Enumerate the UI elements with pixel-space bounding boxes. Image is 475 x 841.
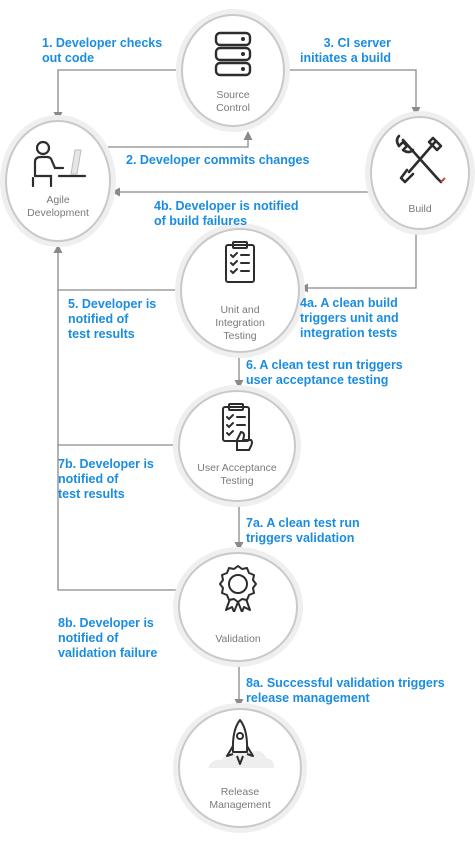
node-label: Unit and Integration Testing bbox=[215, 303, 265, 342]
step-1-label: 1. Developer checks out code bbox=[42, 36, 163, 65]
developer-desk-icon bbox=[31, 140, 87, 188]
checklist-thumbs-up-icon bbox=[222, 403, 253, 451]
step-7a-label: 7a. A clean test run triggers validation bbox=[246, 516, 360, 545]
step-4b-label: 4b. Developer is notified of build failu… bbox=[154, 199, 299, 228]
database-icon bbox=[214, 31, 252, 77]
step-3-label: 3. CI server initiates a build bbox=[300, 36, 391, 65]
node-label: Source Control bbox=[216, 88, 250, 114]
arrow-feedback-8b bbox=[53, 244, 178, 591]
node-user-acceptance-testing: User Acceptance Testing bbox=[178, 390, 296, 502]
step-8b-label: 8b. Developer is notified of validation … bbox=[58, 616, 158, 660]
node-label: Release Management bbox=[209, 785, 271, 811]
step-6-label: 6. A clean test run triggers user accept… bbox=[246, 358, 403, 387]
award-ribbon-icon bbox=[219, 565, 257, 612]
step-7b-label: 7b. Developer is notified of test result… bbox=[58, 457, 154, 501]
arrow-clean-build bbox=[299, 225, 417, 293]
arrow-commit bbox=[108, 131, 253, 148]
wrench-screwdriver-icon bbox=[395, 134, 446, 184]
node-label: Validation bbox=[215, 632, 261, 645]
node-agile-development: Agile Development bbox=[5, 120, 111, 242]
arrow-initiate-build bbox=[285, 69, 421, 116]
node-validation: Validation bbox=[178, 552, 298, 662]
step-8a-label: 8a. Successful validation triggers relea… bbox=[246, 676, 445, 705]
node-source-control: Source Control bbox=[181, 14, 285, 127]
rocket-icon bbox=[208, 719, 274, 768]
node-label: Build bbox=[408, 202, 432, 215]
node-label: User Acceptance Testing bbox=[197, 461, 277, 487]
node-unit-integration-testing: Unit and Integration Testing bbox=[180, 228, 300, 353]
node-release-management: Release Management bbox=[178, 708, 302, 828]
checklist-icon bbox=[225, 241, 255, 283]
node-label: Agile Development bbox=[27, 193, 89, 219]
arrow-checkout bbox=[53, 69, 181, 121]
step-5-label: 5. Developer is notified of test results bbox=[68, 297, 157, 341]
step-2-label: 2. Developer commits changes bbox=[126, 153, 310, 167]
node-build: Build bbox=[370, 116, 470, 230]
step-4a-label: 4a. A clean build triggers unit and inte… bbox=[300, 296, 399, 340]
